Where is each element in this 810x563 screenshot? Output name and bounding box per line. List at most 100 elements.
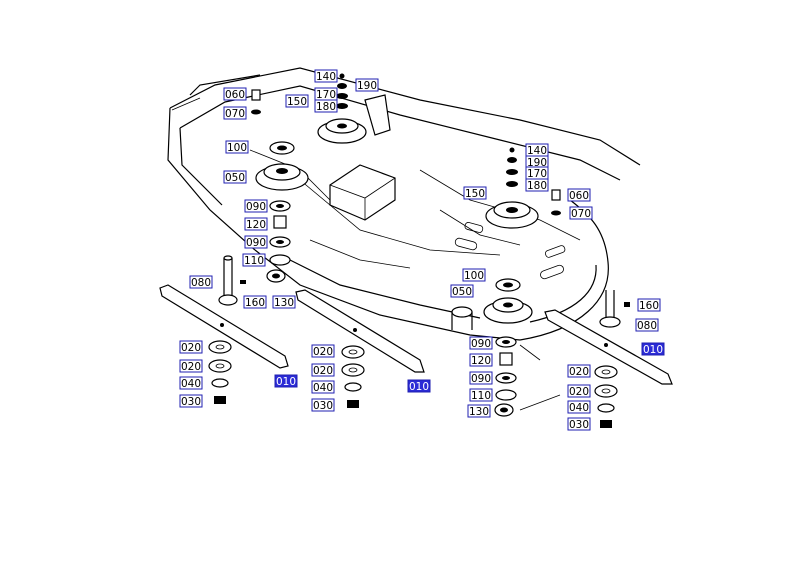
right-blade-hardware	[594, 365, 618, 428]
part-number: 010	[643, 344, 663, 356]
part-number: 160	[245, 297, 265, 309]
part-label-box	[311, 380, 335, 394]
part-label-l030c: 030	[567, 417, 591, 431]
part-number: 040	[569, 402, 589, 414]
part-label-l150a: 150	[285, 94, 309, 108]
part-label-l110a: 110	[242, 253, 266, 267]
part-label-box	[179, 340, 203, 354]
part-number: 020	[181, 342, 201, 354]
bearing-ring-right	[495, 278, 521, 292]
part-number: 090	[471, 338, 491, 350]
part-label-l140b: 140	[525, 143, 549, 157]
part-label-box	[567, 417, 591, 431]
part-label-l160b: 160	[637, 298, 661, 312]
part-label-box	[567, 364, 591, 378]
part-label-l030a: 030	[179, 394, 203, 408]
right-bolt	[551, 189, 561, 216]
part-label-l120a: 120	[244, 217, 268, 231]
part-label-l160a: 160	[243, 295, 267, 309]
part-number: 070	[225, 108, 245, 120]
part-label-l050b: 050	[450, 284, 474, 298]
part-label-l020f: 020	[567, 384, 591, 398]
part-label-box	[179, 359, 203, 373]
top-center-fasteners	[336, 73, 348, 109]
part-number: 020	[313, 365, 333, 377]
part-label-l150b: 150	[463, 186, 487, 200]
part-label-box	[469, 353, 493, 367]
part-number: 030	[181, 396, 201, 408]
part-label-box	[189, 275, 213, 289]
part-label-box	[635, 318, 659, 332]
part-label-l070b: 070	[569, 206, 593, 220]
center-blade-hardware	[341, 345, 365, 408]
part-number: 010	[276, 376, 296, 388]
part-number: 150	[465, 188, 485, 200]
part-label-l060b: 060	[567, 188, 591, 202]
part-label-l090b: 090	[244, 235, 268, 249]
part-number: 110	[471, 390, 491, 402]
part-label-box	[314, 99, 338, 113]
part-label-l170b: 170	[525, 166, 549, 180]
part-label-box	[469, 336, 493, 350]
part-label-box	[314, 69, 338, 83]
part-label-box	[311, 363, 335, 377]
part-number: 130	[469, 406, 489, 418]
part-label-box	[355, 78, 379, 92]
part-label-l100a: 100	[225, 140, 249, 154]
part-label-l130a: 130	[272, 295, 296, 309]
part-number: 040	[181, 378, 201, 390]
part-label-l040a: 040	[179, 376, 203, 390]
part-label-box	[242, 253, 266, 267]
part-label-l020e: 020	[567, 364, 591, 378]
part-label-box	[311, 344, 335, 358]
part-label-box	[244, 235, 268, 249]
part-number: 020	[569, 366, 589, 378]
part-number: 020	[313, 346, 333, 358]
part-label-l010c: 010	[641, 342, 665, 356]
spindle-leader-lines	[519, 344, 561, 411]
part-label-box	[569, 206, 593, 220]
part-label-box	[407, 379, 431, 393]
part-label-l060a: 060	[223, 87, 247, 101]
part-label-box	[243, 295, 267, 309]
part-number: 170	[527, 168, 547, 180]
part-number: 020	[181, 361, 201, 373]
part-label-box	[285, 94, 309, 108]
part-label-box	[225, 140, 249, 154]
part-number: 100	[227, 142, 247, 154]
part-label-box	[567, 400, 591, 414]
part-number: 020	[569, 386, 589, 398]
part-label-l100b: 100	[462, 268, 486, 282]
part-label-l180b: 180	[525, 178, 549, 192]
part-label-box	[450, 284, 474, 298]
part-label-l090d: 090	[469, 371, 493, 385]
part-label-l170a: 170	[314, 87, 338, 101]
part-label-l050a: 050	[223, 170, 247, 184]
part-number: 040	[313, 382, 333, 394]
part-label-box	[641, 342, 665, 356]
left-bolt	[251, 89, 261, 115]
part-label-l090a: 090	[244, 199, 268, 213]
part-label-l110b: 110	[469, 388, 493, 402]
part-label-box	[223, 106, 247, 120]
part-label-l090c: 090	[469, 336, 493, 350]
part-number: 100	[464, 270, 484, 282]
part-label-l010a: 010	[274, 374, 298, 388]
part-number: 010	[409, 381, 429, 393]
part-number: 170	[316, 89, 336, 101]
part-label-l080b: 080	[635, 318, 659, 332]
part-number: 120	[471, 355, 491, 367]
part-label-l020d: 020	[311, 363, 335, 377]
right-shaft	[599, 290, 630, 328]
left-blade-hardware	[208, 340, 232, 404]
blade-center	[295, 289, 425, 373]
pulley-left	[255, 163, 309, 191]
part-label-box	[469, 371, 493, 385]
part-label-box	[179, 394, 203, 408]
part-label-box	[223, 87, 247, 101]
part-label-box	[223, 170, 247, 184]
part-label-l070a: 070	[223, 106, 247, 120]
part-label-box	[637, 298, 661, 312]
part-number: 150	[287, 96, 307, 108]
part-label-box	[179, 376, 203, 390]
